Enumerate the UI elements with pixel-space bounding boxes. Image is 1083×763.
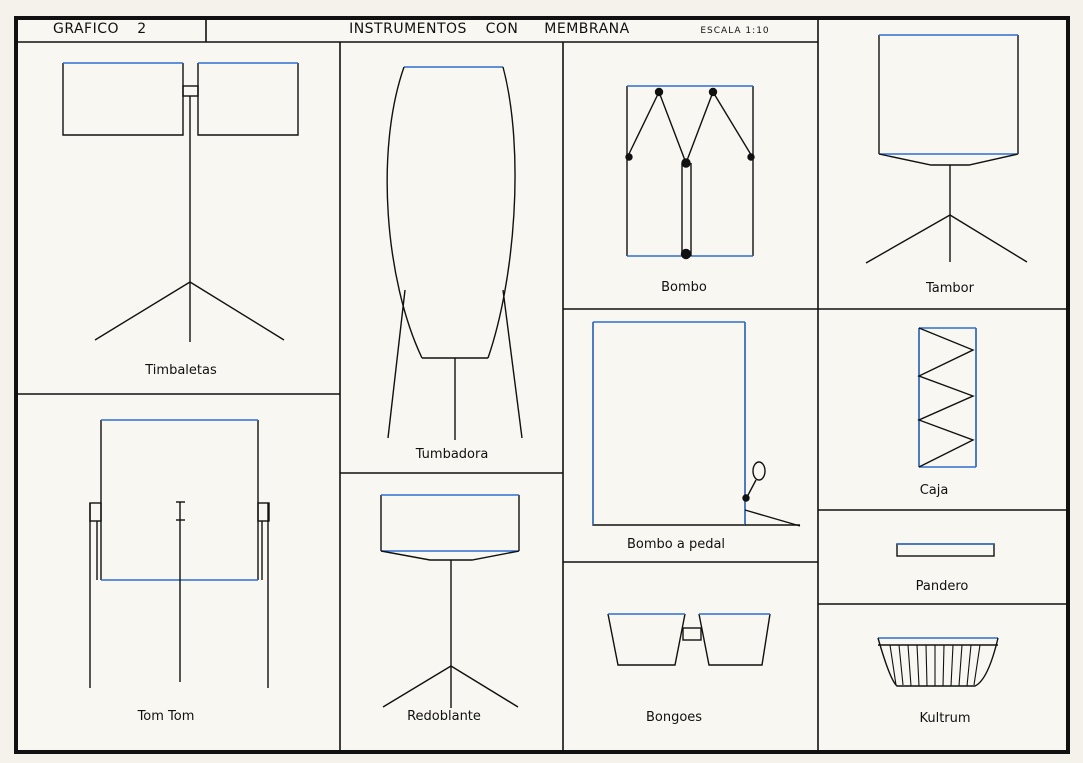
label-bongoes: Bongoes — [645, 710, 703, 725]
tambor-drawing — [865, 34, 1028, 264]
label-tumbadora: Tumbadora — [415, 447, 489, 462]
bombo-a-pedal-drawing — [592, 321, 801, 527]
bongoes-drawing — [607, 613, 771, 666]
bombo-drawing — [625, 85, 755, 260]
caja-drawing — [917, 327, 977, 468]
title-word-1: INSTRUMENTOS — [349, 21, 467, 37]
label-caja: Caja — [919, 483, 949, 498]
tom-tom-drawing — [89, 419, 270, 688]
label-pandero: Pandero — [915, 579, 969, 594]
redoblante-drawing — [380, 494, 520, 708]
label-redoblante: Redoblante — [407, 709, 481, 724]
timbaletas-drawing — [62, 62, 299, 342]
label-tambor: Tambor — [926, 281, 974, 296]
tumbadora-drawing — [386, 66, 523, 440]
grafico-number: 2 — [137, 21, 147, 37]
scale-label: ESCALA 1:10 — [700, 26, 770, 36]
label-tom-tom: Tom Tom — [137, 709, 195, 724]
title-word-2: CON — [485, 21, 519, 37]
title-word-3: MEMBRANA — [544, 21, 630, 37]
grid-lines — [16, 18, 1068, 752]
label-bombo: Bombo — [661, 280, 707, 295]
grafico-label: GRAFICO — [52, 21, 120, 37]
pandero-drawing — [896, 543, 995, 557]
label-kultrum: Kultrum — [919, 711, 971, 726]
label-bombo-a-pedal: Bombo a pedal — [626, 537, 726, 552]
label-timbaletas: Timbaletas — [145, 363, 217, 378]
kultrum-drawing — [877, 637, 999, 687]
